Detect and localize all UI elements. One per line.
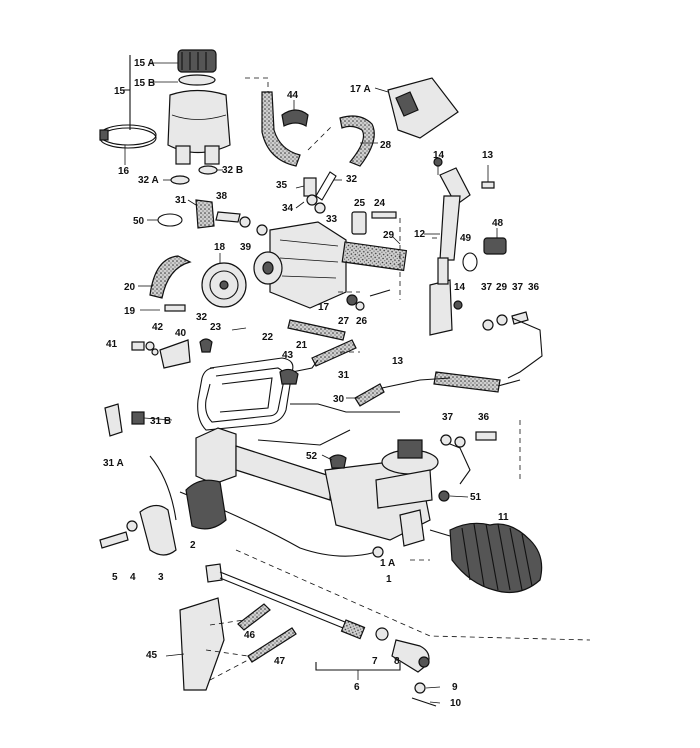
reservoir-seal [178, 74, 216, 86]
label-39: 39 [240, 242, 252, 253]
return-hoses [245, 77, 459, 167]
label-19: 19 [124, 306, 136, 317]
label-35: 35 [276, 180, 288, 191]
label-2: 2 [190, 540, 196, 551]
connection-lines [340, 218, 521, 561]
label-29-right: 29 [496, 282, 508, 293]
label-29-mid: 29 [383, 230, 395, 241]
label-14-mid: 14 [454, 282, 466, 293]
label-13-mid: 13 [392, 356, 404, 367]
steering-pump [138, 171, 408, 312]
label-22: 22 [262, 332, 274, 343]
hose-clip [281, 109, 309, 127]
label-31-mid: 31 [338, 370, 350, 381]
pressure-lines [287, 289, 543, 393]
label-37-a: 37 [481, 282, 493, 293]
label-31B: 31 B [150, 416, 171, 427]
mounting-bracket [387, 77, 459, 139]
label-15: 15 [114, 86, 126, 97]
reservoir-cap [177, 49, 217, 73]
label-27: 27 [338, 316, 350, 327]
label-37-b: 37 [512, 282, 524, 293]
label-51: 51 [470, 492, 482, 503]
label-47: 47 [274, 656, 286, 667]
label-50: 50 [133, 216, 145, 227]
label-46: 46 [244, 630, 256, 641]
leader-lines [143, 179, 469, 704]
tie-rod-assembly [179, 549, 591, 707]
label-21: 21 [296, 340, 308, 351]
left-brackets [104, 338, 299, 437]
label-38: 38 [216, 191, 228, 202]
label-18: 18 [214, 242, 226, 253]
label-17: 17 [318, 302, 330, 313]
label-23: 23 [210, 322, 222, 333]
label-34: 34 [282, 203, 294, 214]
label-3: 3 [158, 572, 164, 583]
label-15A: 15 A [134, 58, 155, 69]
label-26: 26 [356, 316, 368, 327]
label-6: 6 [354, 682, 360, 693]
label-17A: 17 A [350, 84, 371, 95]
reservoir-body [167, 89, 231, 154]
label-32B: 32 B [222, 165, 243, 176]
label-20: 20 [124, 282, 136, 293]
label-13-top: 13 [482, 150, 494, 161]
label-9: 9 [452, 682, 458, 693]
label-40: 40 [175, 328, 187, 339]
label-32-top: 32 [346, 174, 358, 185]
label-28: 28 [380, 140, 392, 151]
label-5: 5 [112, 572, 118, 583]
label-43: 43 [282, 350, 294, 361]
label-31-top: 31 [175, 195, 187, 206]
rack-mount [99, 479, 227, 556]
steering-rack [149, 427, 497, 558]
label-36-b: 36 [478, 412, 490, 423]
label-36-a: 36 [528, 282, 540, 293]
label-10: 10 [450, 698, 462, 709]
callout-labels: 15 A 15 B 15 16 32 A 32 B 44 17 A 28 14 … [103, 58, 540, 709]
label-15B: 15 B [134, 78, 155, 89]
label-48: 48 [492, 218, 504, 229]
label-37-c: 37 [442, 412, 454, 423]
cooling-loop [197, 357, 451, 446]
steering-shaft [429, 157, 495, 336]
label-52: 52 [306, 451, 318, 462]
label-11: 11 [498, 512, 509, 523]
label-33: 33 [326, 214, 338, 225]
label-32A: 32 A [138, 175, 159, 186]
label-31A: 31 A [103, 458, 124, 469]
label-44: 44 [287, 90, 299, 101]
label-8: 8 [394, 656, 400, 667]
label-12: 12 [414, 229, 426, 240]
label-1A: 1 A [380, 558, 395, 569]
label-14-top: 14 [433, 150, 445, 161]
label-45: 45 [146, 650, 158, 661]
label-25: 25 [354, 198, 366, 209]
label-4: 4 [130, 572, 136, 583]
label-30: 30 [333, 394, 345, 405]
reservoir-assembly [99, 49, 231, 185]
label-24: 24 [374, 198, 386, 209]
label-16: 16 [118, 166, 130, 177]
label-1: 1 [386, 574, 392, 585]
rack-boot [429, 522, 543, 593]
sensor-parts [462, 228, 507, 272]
label-41: 41 [106, 339, 118, 350]
label-42: 42 [152, 322, 164, 333]
label-49: 49 [460, 233, 472, 244]
label-7: 7 [372, 656, 378, 667]
label-32-mid: 32 [196, 312, 208, 323]
